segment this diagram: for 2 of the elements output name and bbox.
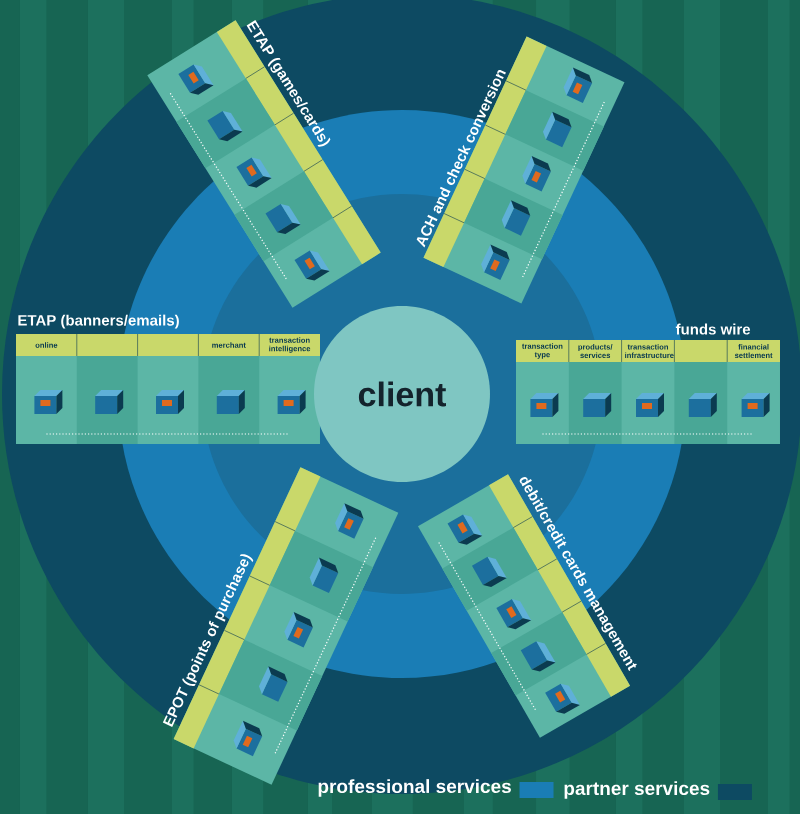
legend-label: partner services xyxy=(564,781,710,799)
legend-label: professional services xyxy=(318,779,511,797)
